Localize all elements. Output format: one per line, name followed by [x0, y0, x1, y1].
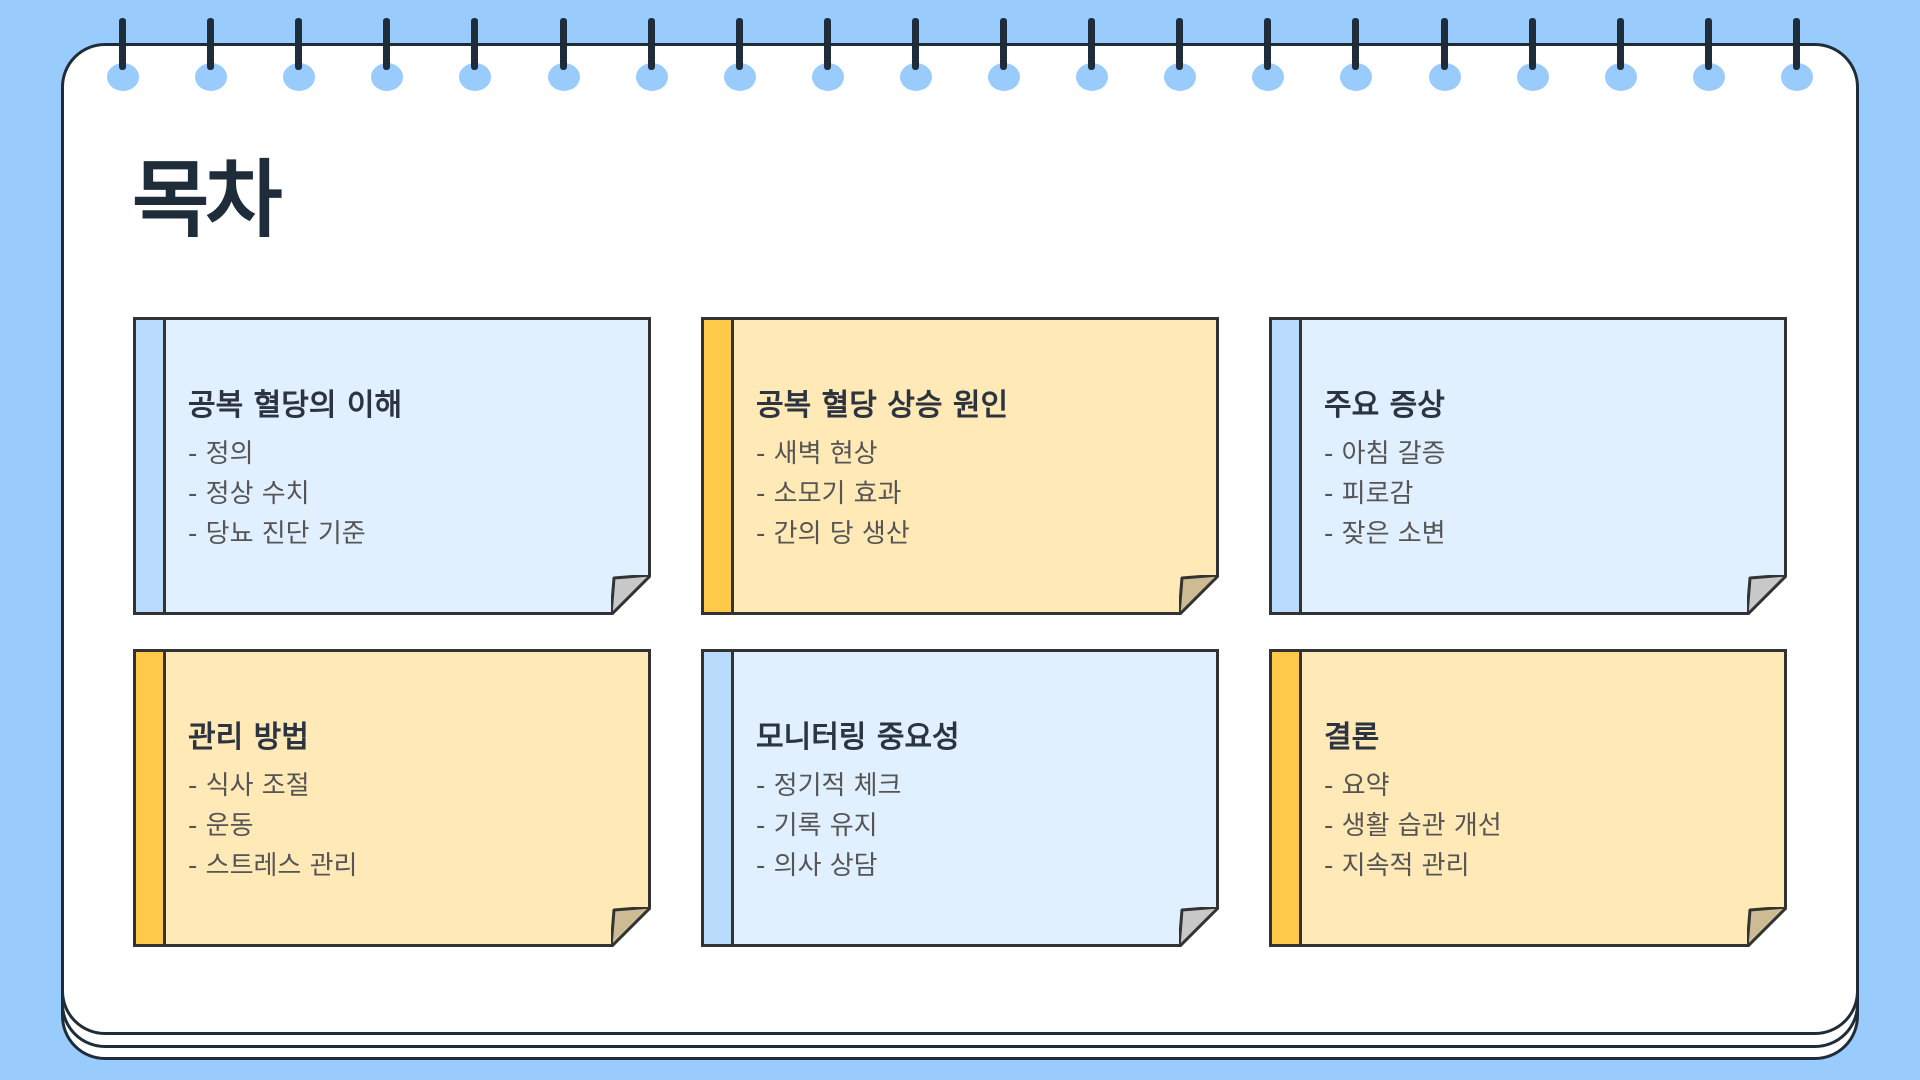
toc-card-5[interactable]: 모니터링 중요성 - 정기적 체크 - 기록 유지 - 의사 상담: [701, 649, 1219, 947]
card-stripe: [136, 320, 166, 612]
page-title: 목차: [132, 151, 283, 249]
card-item-list: - 식사 조절 - 운동 - 스트레스 관리: [188, 766, 357, 886]
card-item: - 정기적 체크: [756, 771, 902, 801]
card-stripe: [136, 652, 166, 944]
card-item: - 운동: [188, 811, 254, 841]
card-title: 모니터링 중요성: [756, 720, 960, 755]
card-item-list: - 정기적 체크 - 기록 유지 - 의사 상담: [756, 766, 902, 886]
card-stripe: [1272, 652, 1302, 944]
toc-card-4[interactable]: 관리 방법 - 식사 조절 - 운동 - 스트레스 관리: [133, 649, 651, 947]
card-item-list: - 아침 갈증 - 피로감 - 잦은 소변: [1324, 434, 1446, 554]
card-title: 결론: [1324, 720, 1380, 755]
card-item: - 피로감: [1324, 479, 1414, 509]
card-item-list: - 요약 - 생활 습관 개선 - 지속적 관리: [1324, 766, 1502, 886]
page-curl-icon: [611, 575, 651, 615]
page-curl-icon: [1179, 907, 1219, 947]
card-item: - 스트레스 관리: [188, 851, 358, 881]
toc-card-3[interactable]: 주요 증상 - 아침 갈증 - 피로감 - 잦은 소변: [1269, 317, 1787, 615]
card-item: - 생활 습관 개선: [1324, 811, 1502, 841]
card-item: - 잦은 소변: [1324, 519, 1446, 549]
card-item: - 정의: [188, 439, 254, 469]
card-title: 주요 증상: [1324, 388, 1445, 423]
card-item: - 당뇨 진단 기준: [188, 519, 366, 549]
card-item: - 기록 유지: [756, 811, 878, 841]
card-item: - 새벽 현상: [756, 439, 878, 469]
card-item: - 의사 상담: [756, 851, 878, 881]
card-item: - 지속적 관리: [1324, 851, 1470, 881]
page-curl-icon: [1747, 575, 1787, 615]
card-item: - 식사 조절: [188, 771, 310, 801]
card-item-list: - 새벽 현상 - 소모기 효과 - 간의 당 생산: [756, 434, 910, 554]
page-curl-icon: [611, 907, 651, 947]
card-stripe: [1272, 320, 1302, 612]
card-stripe: [704, 652, 734, 944]
card-title: 관리 방법: [188, 720, 309, 755]
page-curl-icon: [1747, 907, 1787, 947]
card-item: - 요약: [1324, 771, 1390, 801]
card-stripe: [704, 320, 734, 612]
toc-card-2[interactable]: 공복 혈당 상승 원인 - 새벽 현상 - 소모기 효과 - 간의 당 생산: [701, 317, 1219, 615]
card-item-list: - 정의 - 정상 수치 - 당뇨 진단 기준: [188, 434, 366, 554]
card-item: - 아침 갈증: [1324, 439, 1446, 469]
card-item: - 소모기 효과: [756, 479, 902, 509]
toc-card-1[interactable]: 공복 혈당의 이해 - 정의 - 정상 수치 - 당뇨 진단 기준: [133, 317, 651, 615]
toc-card-6[interactable]: 결론 - 요약 - 생활 습관 개선 - 지속적 관리: [1269, 649, 1787, 947]
card-item: - 정상 수치: [188, 479, 310, 509]
card-title: 공복 혈당의 이해: [188, 388, 403, 423]
card-item: - 간의 당 생산: [756, 519, 910, 549]
card-title: 공복 혈당 상승 원인: [756, 388, 1009, 423]
page-curl-icon: [1179, 575, 1219, 615]
